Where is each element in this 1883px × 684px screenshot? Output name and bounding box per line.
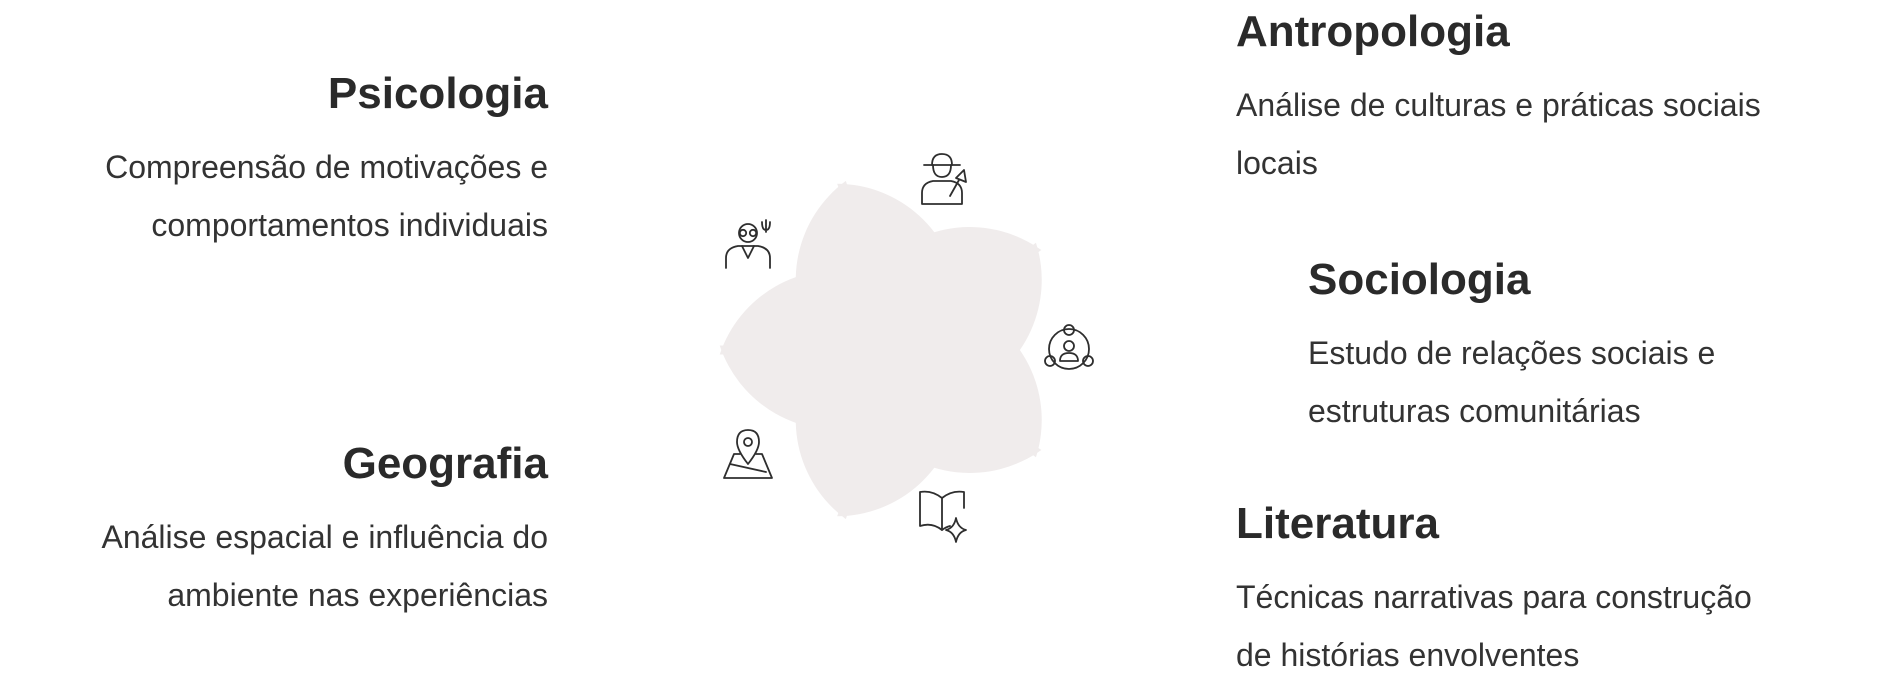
petal-geografia: [719, 270, 960, 517]
item-description-line: Estudo de relações sociais e: [1308, 335, 1716, 371]
item-title: Sociologia: [1308, 255, 1531, 304]
item-description: Técnicas narrativas para construção de h…: [1236, 568, 1883, 684]
item-description-line: de histórias envolventes: [1236, 637, 1580, 673]
archaeologist-icon: [921, 153, 967, 205]
item-antropologia: Antropologia Análise de culturas e práti…: [1236, 6, 1883, 192]
item-description-line: Análise de culturas e práticas sociais: [1236, 87, 1761, 123]
item-description-line: ambiente nas experiências: [167, 577, 548, 613]
item-description-line: comportamentos individuais: [151, 207, 548, 243]
item-description-line: estruturas comunitárias: [1308, 393, 1641, 429]
item-geografia: Geografia Análise espacial e influência …: [0, 438, 548, 624]
item-description: Compreensão de motivações e comportament…: [0, 138, 548, 254]
social-network-icon: [1044, 324, 1094, 370]
item-description-line: Compreensão de motivações e: [105, 149, 548, 185]
item-description-line: Análise espacial e influência do: [101, 519, 548, 555]
item-psicologia: Psicologia Compreensão de motivações e c…: [0, 68, 548, 254]
open-book-sparkle-icon: [919, 490, 967, 543]
item-literatura: Literatura Técnicas narrativas para cons…: [1236, 498, 1883, 684]
item-title: Geografia: [342, 439, 548, 488]
psychologist-icon: [725, 219, 771, 269]
map-pin-icon: [723, 429, 773, 479]
item-description-line: locais: [1236, 145, 1318, 181]
petals: [719, 180, 1042, 520]
item-description: Análise de culturas e práticas sociais l…: [1236, 76, 1883, 192]
item-description: Estudo de relações sociais e estruturas …: [1308, 324, 1883, 440]
item-description-line: Técnicas narrativas para construção: [1236, 579, 1752, 615]
item-sociologia: Sociologia Estudo de relações sociais e …: [1308, 254, 1883, 440]
item-title: Psicologia: [327, 69, 548, 118]
item-title: Literatura: [1236, 499, 1439, 548]
item-title: Antropologia: [1236, 7, 1510, 56]
item-description: Análise espacial e influência do ambient…: [0, 508, 548, 624]
